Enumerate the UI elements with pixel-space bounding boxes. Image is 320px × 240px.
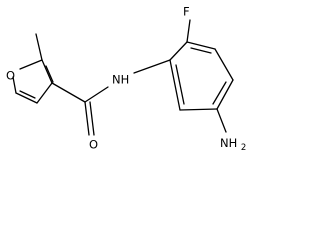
carbonyl-double-1: [84, 101, 90, 136]
carbonyl-oxygen-label: O: [89, 138, 98, 152]
amide-nh-label: NH: [112, 73, 129, 87]
bond-b4-b5-inner: [212, 81, 227, 105]
amine-label-main: NH: [220, 136, 237, 150]
amine-label-subscript: 2: [241, 143, 246, 153]
bond-b2-b3-inner: [190, 47, 212, 54]
bond-n-aryl: [133, 59, 171, 74]
bond-c4-c5: [15, 92, 38, 104]
bond-fluorine: [186, 19, 191, 43]
benzene-ring: [169, 41, 234, 111]
bond-b6-b1: [169, 59, 181, 111]
bond-c3-c4: [36, 82, 53, 104]
furan-ring: [12, 59, 54, 104]
carbonyl-double-2: [89, 101, 95, 136]
bond-b1-b2: [169, 41, 188, 61]
bond-b3-b4: [214, 48, 234, 81]
molecule-structure: O O NH F NH 2: [6, 5, 246, 153]
bond-c2-c3-inner: [45, 65, 54, 83]
bond-o-c2: [19, 59, 43, 70]
bond-carbonyl-n: [84, 86, 109, 103]
oxygen-ring-label: O: [6, 69, 15, 83]
bond-b2-b3: [186, 41, 216, 50]
bond-c2-c3: [41, 59, 53, 84]
fluorine-label: F: [183, 5, 190, 19]
bond-c5-o: [12, 76, 17, 94]
bond-c3-carbonyl: [51, 82, 86, 103]
bond-b4-b5: [216, 79, 234, 110]
bond-b6-b1-inner: [175, 64, 185, 105]
bond-b5-b6: [179, 108, 218, 111]
bond-c4-c5-inner: [19, 90, 36, 99]
methyl-bond: [35, 33, 43, 61]
structure-canvas: O O NH F NH 2: [6, 5, 246, 153]
amine-label: NH 2: [220, 136, 246, 153]
bond-amine: [216, 108, 227, 133]
